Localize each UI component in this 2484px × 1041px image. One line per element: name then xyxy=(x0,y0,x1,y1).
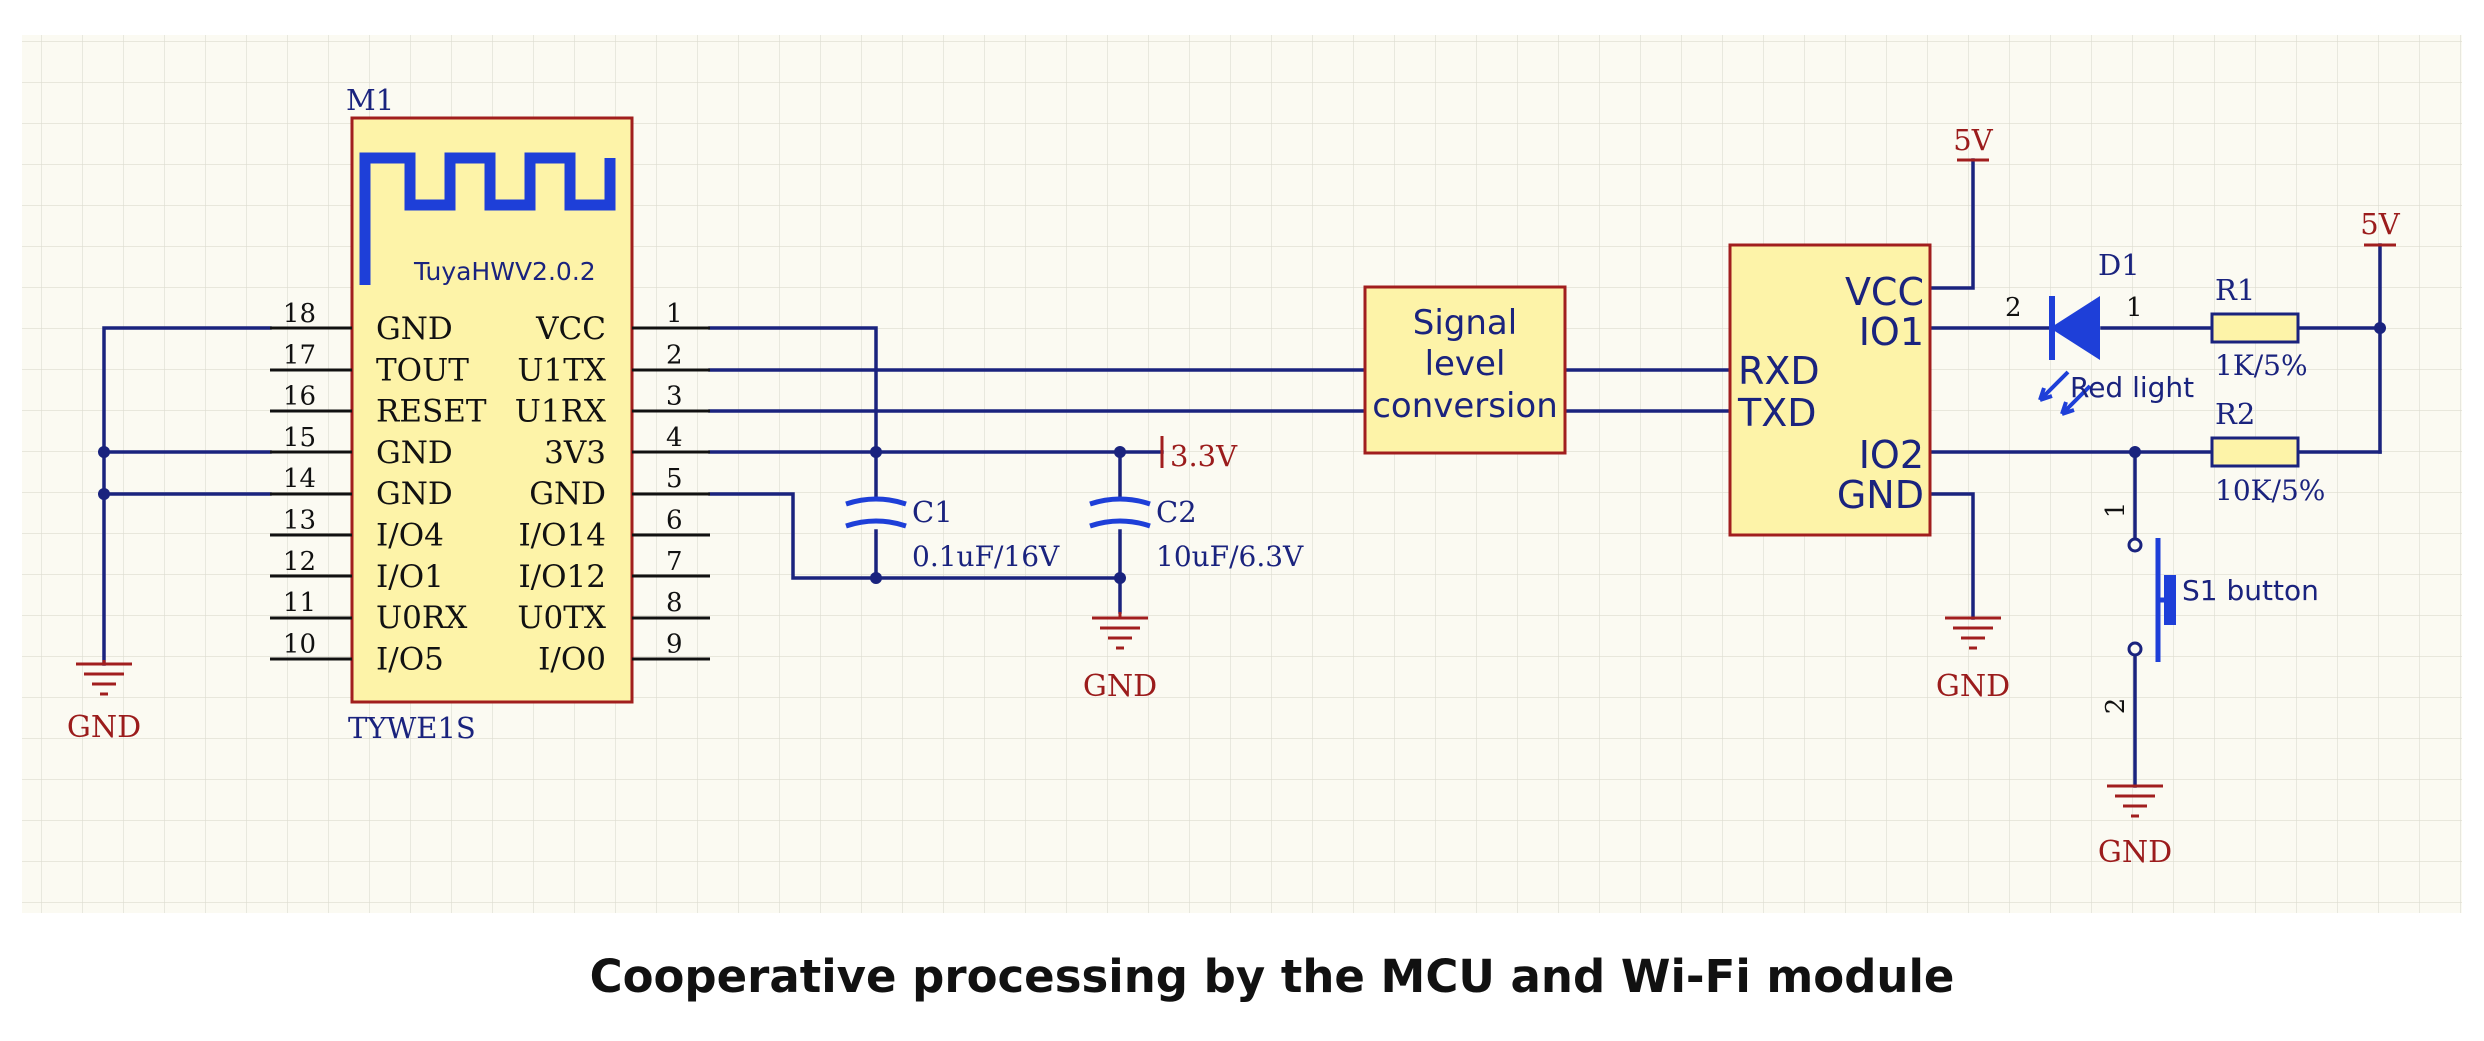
capacitor-c1: C1 0.1uF/16V xyxy=(845,495,1060,573)
power-3v3: 3.3V xyxy=(1160,436,1238,473)
power-3v3-label: 3.3V xyxy=(1170,439,1238,473)
signal-line-2: level xyxy=(1425,344,1506,384)
light-arrow-icon xyxy=(2038,370,2070,402)
mcu-pin-gnd: GND xyxy=(1837,473,1924,517)
c1-ref: C1 xyxy=(912,495,953,529)
module-right-pin-number: 8 xyxy=(666,588,683,618)
module-right-pin-name: GND xyxy=(529,476,606,512)
junction-dots xyxy=(98,322,2386,584)
resistor-r1: R1 1K/5% xyxy=(2210,273,2308,382)
module-left-pin-name: RESET xyxy=(376,394,487,430)
r2-value: 10K/5% xyxy=(2215,474,2325,507)
gnd-label-caps: GND xyxy=(1083,669,1157,704)
module-body xyxy=(350,116,634,704)
d1-pin-a: 2 xyxy=(2005,293,2022,323)
module-left-pin-number: 16 xyxy=(283,382,316,412)
ground-symbol-left: GND xyxy=(67,660,141,745)
wires xyxy=(102,158,2382,788)
gnd-label-left: GND xyxy=(67,710,141,745)
module-left-pin-name: GND xyxy=(376,311,453,347)
gnd-label-mcu: GND xyxy=(1936,669,2010,704)
module-right-pin-number: 7 xyxy=(666,547,683,577)
button-pin-top: 1 xyxy=(2101,502,2131,519)
module-left-pin-name: I/O4 xyxy=(376,518,444,554)
signal-block-body xyxy=(1363,285,1567,455)
button-label: S1 button xyxy=(2182,574,2319,607)
signal-line-1: Signal xyxy=(1413,303,1517,343)
antenna-label: TuyaHWV2.0.2 xyxy=(413,257,596,286)
ground-symbol-button: GND xyxy=(2098,784,2172,870)
module-right-pin-number: 9 xyxy=(666,629,683,659)
antenna-icon xyxy=(359,152,616,285)
module-right-pin-number: 4 xyxy=(666,423,683,453)
r1-body xyxy=(2210,312,2300,344)
mcu-body xyxy=(1728,243,1932,537)
power-5v-right-label: 5V xyxy=(2360,207,2400,241)
mcu-pin-vcc: VCC xyxy=(1845,270,1924,314)
module-right-pin-number: 6 xyxy=(666,506,683,536)
module-right-pin-name: VCC xyxy=(535,311,606,347)
power-5v-mcu: 5V xyxy=(1953,123,1994,162)
module-right-pin-number: 2 xyxy=(666,340,683,370)
light-arrow-icon xyxy=(2060,384,2092,416)
module-right-pin-number: 5 xyxy=(666,464,683,494)
c2-ref: C2 xyxy=(1156,495,1197,529)
capacitor-c2: C2 10uF/6.3V xyxy=(1089,495,1304,573)
module-right-pin-name: I/O0 xyxy=(538,641,606,677)
mcu-pin-io2: IO2 xyxy=(1859,433,1924,477)
led-d1: D1 2 1 Red light xyxy=(2005,248,2194,416)
mcu-pin-io1: IO1 xyxy=(1859,310,1924,354)
power-5v-mcu-label: 5V xyxy=(1953,123,1993,157)
module-right-pin-number: 1 xyxy=(666,299,683,329)
r1-ref: R1 xyxy=(2215,273,2255,307)
module-left-pin-name: GND xyxy=(376,435,453,471)
module-left-pin-number: 17 xyxy=(283,340,316,370)
module-left-pin-number: 11 xyxy=(283,588,316,618)
r2-body xyxy=(2210,436,2300,468)
button-s1: S1 button 1 2 xyxy=(2101,502,2319,715)
module-right-pin-number: 3 xyxy=(666,382,683,412)
led-label: Red light xyxy=(2070,371,2194,404)
signal-line-3: conversion xyxy=(1372,386,1558,426)
module-ref: M1 xyxy=(346,83,394,117)
module-left-pin-number: 15 xyxy=(283,423,316,453)
ground-symbol-caps: GND xyxy=(1083,612,1157,704)
module-part-name: TYWE1S xyxy=(348,711,476,745)
module-left-pin-number: 18 xyxy=(283,299,316,329)
diagram-caption: Cooperative processing by the MCU and Wi… xyxy=(590,950,1955,1003)
c1-value: 0.1uF/16V xyxy=(912,540,1060,573)
mcu-pin-txd: TXD xyxy=(1737,391,1817,435)
module-right-pin-name: I/O12 xyxy=(518,559,606,595)
module-left-pin-number: 10 xyxy=(283,629,316,659)
module-left-pin-name: I/O1 xyxy=(376,559,444,595)
gnd-label-button: GND xyxy=(2098,835,2172,870)
module-left-pin-number: 14 xyxy=(283,464,316,494)
mcu-block: VCC IO1 RXD TXD IO2 GND xyxy=(1728,243,1932,537)
d1-pin-k: 1 xyxy=(2126,293,2143,323)
resistor-r2: R2 10K/5% xyxy=(2210,397,2325,507)
module-right-pin-name: U1RX xyxy=(515,394,606,430)
module-left-pin-number: 12 xyxy=(283,547,316,577)
ground-symbol-mcu: GND xyxy=(1936,616,2010,704)
module-right-pin-name: U1TX xyxy=(517,352,606,388)
c2-value: 10uF/6.3V xyxy=(1156,540,1304,573)
module-right-pin-name: U0TX xyxy=(517,600,606,636)
button-pin-bottom: 2 xyxy=(2101,698,2131,715)
module-left-pin-number: 13 xyxy=(283,506,316,536)
module-left-pin-name: TOUT xyxy=(376,352,469,388)
mcu-pin-rxd: RXD xyxy=(1738,349,1820,393)
module-left-pin-name: U0RX xyxy=(376,600,467,636)
signal-level-block: Signal level conversion xyxy=(1363,285,1567,455)
module-left-pin-name: GND xyxy=(376,476,453,512)
d1-ref: D1 xyxy=(2098,248,2140,282)
module-right-pin-name: 3V3 xyxy=(544,435,606,471)
r1-value: 1K/5% xyxy=(2215,349,2308,382)
module-left-pin-name: I/O5 xyxy=(376,641,444,677)
r2-ref: R2 xyxy=(2215,397,2255,431)
power-5v-right: 5V xyxy=(2360,207,2401,247)
module-right-pin-name: I/O14 xyxy=(518,518,606,554)
diode-triangle xyxy=(2050,296,2100,360)
